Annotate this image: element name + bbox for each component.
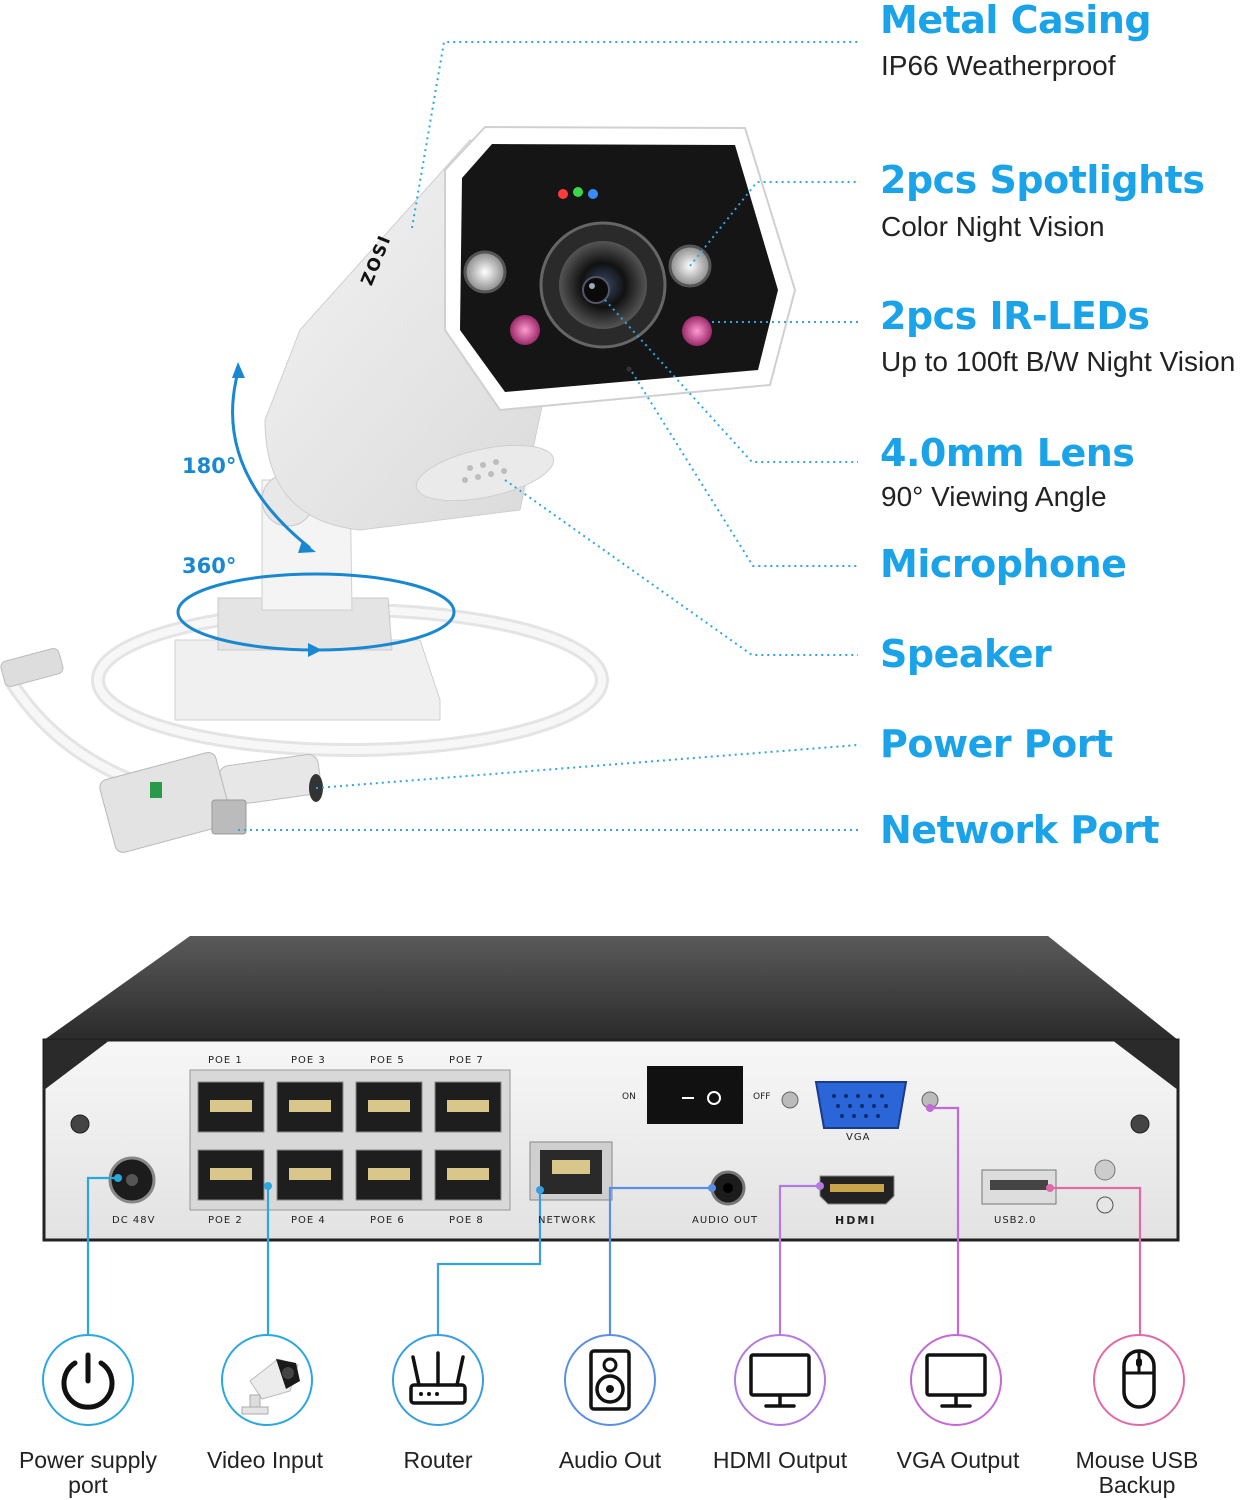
network-label: NETWORK	[538, 1215, 597, 1226]
poe7-label: POE 7	[449, 1055, 484, 1066]
poe8-label: POE 8	[449, 1215, 484, 1226]
vga-monitor-icon	[909, 1333, 1003, 1427]
nvr-illustration	[42, 936, 1180, 1335]
label-power-supply: Power supply port	[18, 1447, 158, 1498]
feature-title-power-port: Power Port	[880, 722, 1113, 766]
audio-out-label: AUDIO OUT	[692, 1215, 759, 1226]
feature-subtitle-lens: 90° Viewing Angle	[881, 481, 1107, 512]
power-icon	[41, 1333, 135, 1427]
poe4-label: POE 4	[291, 1215, 326, 1226]
poe6-label: POE 6	[370, 1215, 405, 1226]
power-connector	[218, 754, 323, 806]
feature-title-speaker: Speaker	[880, 632, 1052, 676]
poe2-label: POE 2	[208, 1215, 243, 1226]
poe5-label: POE 5	[370, 1055, 405, 1066]
router-icon	[391, 1333, 485, 1427]
feature-subtitle-metal-casing: IP66 Weatherproof	[881, 50, 1116, 81]
label-vga-output: VGA Output	[896, 1447, 1020, 1473]
feature-title-spotlights: 2pcs Spotlights	[880, 158, 1205, 202]
label-video-input: Video Input	[207, 1447, 323, 1473]
feature-subtitle-ir-leds: Up to 100ft B/W Night Vision	[881, 346, 1236, 377]
usb-label: USB2.0	[994, 1215, 1037, 1226]
switch-off-label: OFF	[753, 1092, 771, 1102]
switch-on-label: ON	[622, 1092, 636, 1102]
pan-angle-label: 360°	[182, 554, 237, 578]
hdmi-label: HDMI	[835, 1214, 877, 1227]
poe1-label: POE 1	[208, 1055, 243, 1066]
feature-title-metal-casing: Metal Casing	[880, 0, 1152, 42]
label-router: Router	[403, 1447, 473, 1473]
hdmi-monitor-icon	[733, 1333, 827, 1427]
network-connector	[99, 751, 247, 853]
label-hdmi-output: HDMI Output	[712, 1447, 848, 1473]
poe3-label: POE 3	[291, 1055, 326, 1066]
feature-subtitle-spotlights: Color Night Vision	[881, 211, 1105, 242]
camera-icon	[220, 1333, 314, 1427]
vga-label: VGA	[846, 1132, 871, 1143]
camera-illustration	[0, 41, 859, 853]
poe-ports	[197, 1081, 502, 1201]
feature-title-network-port: Network Port	[880, 808, 1160, 852]
speaker-icon	[563, 1333, 657, 1427]
feature-title-lens: 4.0mm Lens	[880, 431, 1135, 475]
label-mouse-usb: Mouse USB Backup	[1075, 1447, 1199, 1498]
mouse-icon	[1092, 1333, 1186, 1427]
label-audio-out: Audio Out	[558, 1447, 662, 1473]
dc-label: DC 48V	[112, 1215, 156, 1226]
feature-title-microphone: Microphone	[880, 542, 1127, 586]
tilt-angle-label: 180°	[182, 454, 237, 478]
feature-title-ir-leds: 2pcs IR-LEDs	[880, 294, 1150, 338]
